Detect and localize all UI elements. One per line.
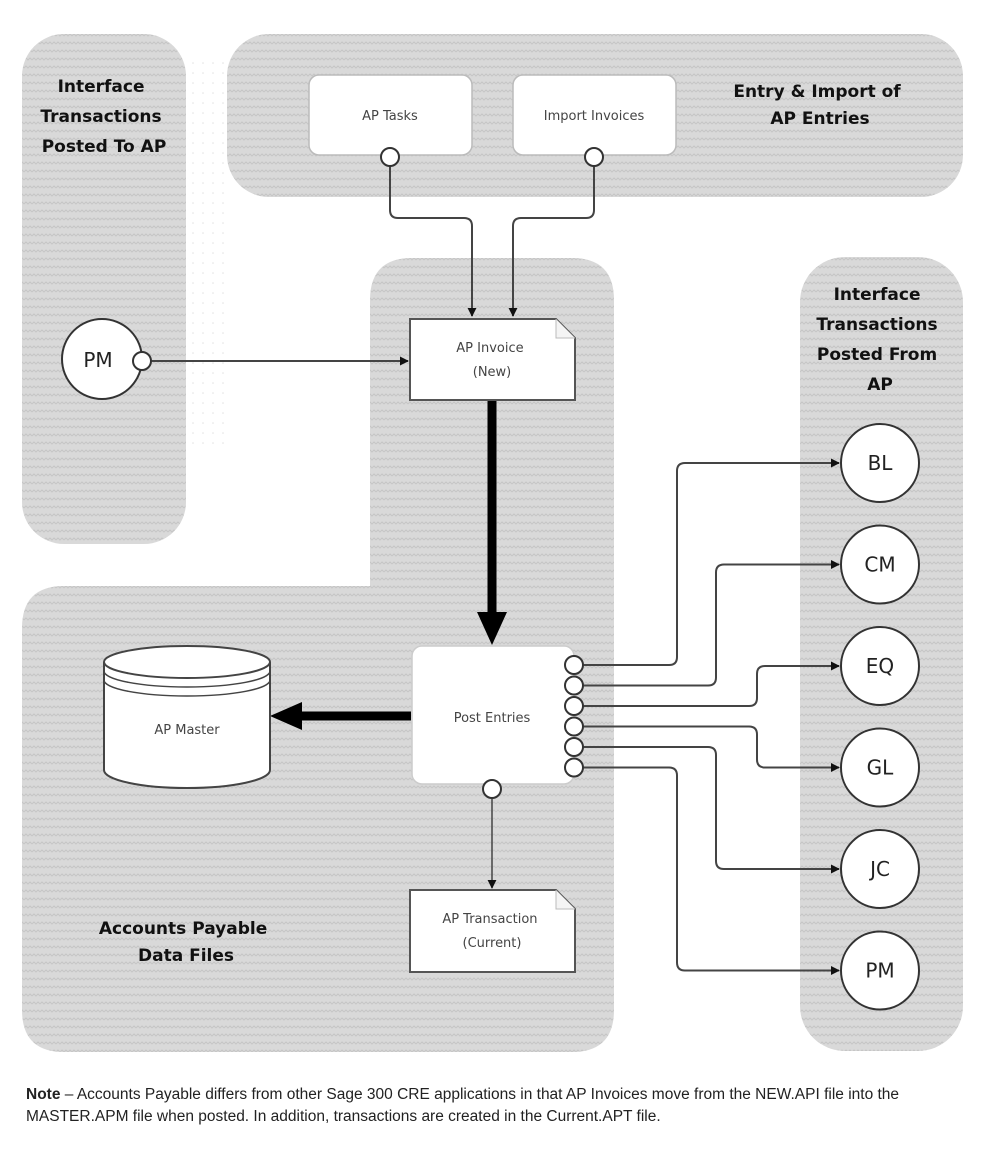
target-gl-label: GL xyxy=(867,756,894,780)
connector-ap-tasks-to-invoice xyxy=(389,164,477,317)
port-out-cm xyxy=(564,675,584,696)
node-ap-master: AP Master xyxy=(103,645,271,789)
node-label-import-invoices: Import Invoices xyxy=(544,109,645,124)
target-cm-label: CM xyxy=(864,553,895,577)
port-out-pm xyxy=(564,757,584,778)
arrowhead-post-to-master xyxy=(270,702,302,730)
dotted-background xyxy=(185,55,230,445)
region-interface-to-ap: Interface Transactions Posted To AP xyxy=(22,34,186,544)
node-label-ap-tasks: AP Tasks xyxy=(362,109,418,124)
target-bl-label: BL xyxy=(868,451,894,475)
node-ap-tasks: AP Tasks xyxy=(308,74,473,156)
node-label-ap-invoice: AP Invoice (New) xyxy=(456,341,527,380)
node-ap-invoice: AP Invoice (New) xyxy=(409,318,576,401)
connector-to-pm xyxy=(583,766,840,975)
target-eq-circle xyxy=(840,626,920,706)
connector-import-to-invoice xyxy=(508,164,595,317)
connector-to-gl xyxy=(583,725,840,772)
port-ap-tasks xyxy=(380,147,400,167)
port-out-eq xyxy=(564,696,584,716)
port-out-bl xyxy=(564,655,584,675)
target-pm-circle xyxy=(840,930,920,1011)
node-label-pm-source: PM xyxy=(83,348,112,372)
target-bl-circle xyxy=(840,423,920,503)
port-import-invoices xyxy=(584,147,604,167)
footnote: Note – Accounts Payable differs from oth… xyxy=(26,1084,976,1128)
region-data-files: Accounts Payable Data Files xyxy=(22,258,614,1052)
arrowhead-invoice-to-post xyxy=(477,612,507,645)
target-cm-circle xyxy=(840,524,920,605)
port-post-bottom xyxy=(482,779,502,799)
node-label-ap-transaction: AP Transaction (Current) xyxy=(442,912,541,951)
region-title-entry-import: Entry & Import of AP Entries xyxy=(733,82,906,129)
target-jc-circle xyxy=(840,829,920,909)
region-title-interface-to-ap: Interface Transactions Posted To AP xyxy=(40,77,167,157)
node-ap-transaction: AP Transaction (Current) xyxy=(409,889,576,973)
node-pm-source: PM xyxy=(61,318,143,400)
target-pm-label: PM xyxy=(865,959,894,983)
port-out-gl xyxy=(564,716,584,737)
node-label-post-entries: Post Entries xyxy=(454,711,531,726)
node-label-ap-master: AP Master xyxy=(154,723,220,738)
footnote-label: Note xyxy=(26,1086,61,1103)
target-eq-label: EQ xyxy=(866,654,894,678)
port-pm-source xyxy=(132,351,152,371)
target-jc-label: JC xyxy=(868,857,890,881)
connector-to-bl xyxy=(583,458,840,666)
connector-to-eq xyxy=(583,661,840,707)
region-title-data-files: Accounts Payable Data Files xyxy=(99,919,273,966)
footnote-text: – Accounts Payable differs from other Sa… xyxy=(26,1086,900,1125)
connector-to-jc xyxy=(583,746,840,874)
region-title-interface-from-ap: Interface Transactions Posted From AP xyxy=(816,285,943,395)
targets-layer: BL CM EQ GL JC PM xyxy=(564,423,920,1011)
node-import-invoices: Import Invoices xyxy=(512,74,677,156)
connector-to-cm xyxy=(583,560,840,687)
target-gl-circle xyxy=(840,727,920,808)
node-post-entries: Post Entries xyxy=(411,645,575,785)
port-out-jc xyxy=(564,737,584,757)
ap-flow-diagram: Interface Transactions Posted To AP Entr… xyxy=(22,34,963,1052)
